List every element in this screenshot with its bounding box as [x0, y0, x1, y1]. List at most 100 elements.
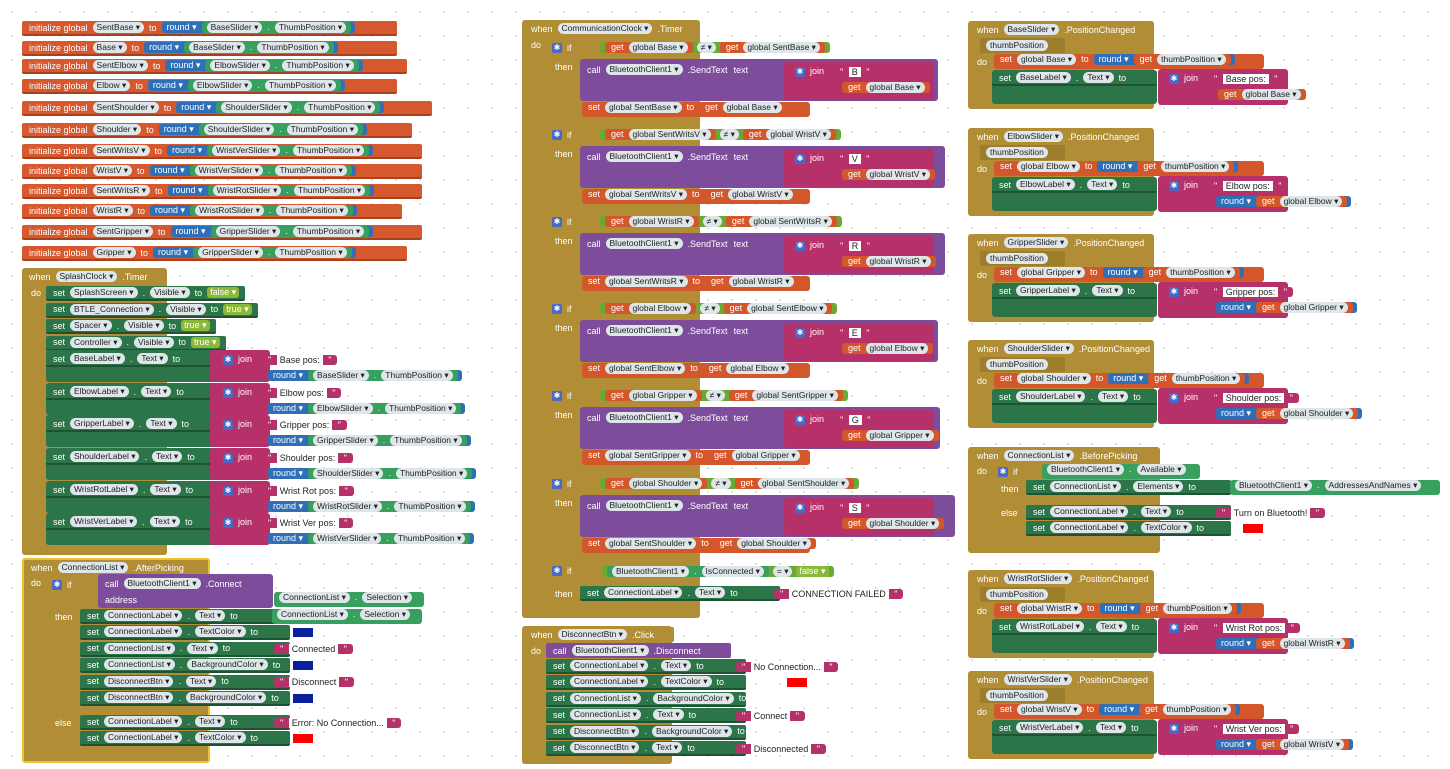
property-dropdown[interactable]: ThumbPosition ▾	[274, 22, 347, 33]
gear-icon[interactable]: ✱	[1169, 724, 1179, 734]
component-dropdown[interactable]: WristVerSlider ▾	[212, 145, 281, 156]
variable-dropdown[interactable]: global Shoulder ▾	[865, 518, 940, 529]
property-dropdown[interactable]: Visible ▾	[166, 303, 206, 315]
gear-icon[interactable]: ✱	[223, 355, 233, 365]
slider-getter-block[interactable]: WristRotSlider ▾.ThumbPosition ▾	[207, 185, 371, 196]
property-dropdown[interactable]: ThumbPosition ▾	[381, 370, 453, 381]
string-block[interactable]: " CONNECTION FAILED "	[768, 586, 909, 601]
component-dropdown[interactable]: GripperLabel ▾	[1016, 285, 1080, 296]
variable-dropdown[interactable]: global SentShoulder ▾	[605, 538, 697, 549]
component-dropdown[interactable]: BaseSlider ▾	[1003, 24, 1060, 35]
text-string-value[interactable]: No Connection...	[750, 661, 824, 672]
text-string-block[interactable]: " Wrist Rot pos: "	[1208, 622, 1300, 633]
component-dropdown[interactable]: BluetoothClient1 ▾	[123, 578, 201, 589]
text-string-block[interactable]: " Base pos: "	[1208, 73, 1284, 84]
parameter-name[interactable]: thumbPosition	[986, 147, 1048, 158]
join-block[interactable]: ✱join	[1166, 73, 1205, 84]
text-string-value[interactable]: Wrist Rot pos:	[1222, 622, 1286, 633]
property-dropdown[interactable]: Text ▾	[137, 353, 168, 364]
variable-dropdown[interactable]: global Gripper ▾	[865, 430, 934, 441]
component-dropdown[interactable]: WristVerLabel ▾	[70, 516, 138, 527]
variable-dropdown[interactable]: thumbPosition ▾	[1157, 54, 1226, 65]
property-dropdown[interactable]: Text ▾	[194, 716, 226, 727]
join-block[interactable]: ✱join	[792, 240, 831, 251]
variable-name-field[interactable]: Base ▾	[92, 42, 127, 53]
event-parameter[interactable]: thumbPosition	[980, 145, 1065, 160]
variable-dropdown[interactable]: global Base ▾	[1241, 89, 1301, 100]
text-string-value[interactable]: Error: No Connection...	[288, 717, 387, 728]
component-dropdown[interactable]: ConnectionList ▾	[57, 562, 129, 573]
property-dropdown[interactable]: Text ▾	[149, 516, 181, 527]
operator-dropdown[interactable]: ≠ ▾	[700, 303, 720, 314]
text-string-block[interactable]: " B "	[834, 66, 876, 77]
component-dropdown[interactable]: Spacer ▾	[70, 320, 112, 331]
gear-icon[interactable]: ✱	[223, 486, 233, 496]
text-string-block[interactable]: " Connected "	[274, 644, 353, 655]
join-header[interactable]: ✱join" V "	[786, 151, 881, 166]
parameter-name[interactable]: thumbPosition	[986, 40, 1048, 51]
gear-icon[interactable]: ✱	[223, 420, 233, 430]
if-header[interactable]: ✱if	[994, 464, 1025, 479]
join-block[interactable]: ✱join	[792, 414, 831, 425]
component-dropdown[interactable]: ConnectionList ▾	[279, 592, 350, 603]
round-block[interactable]: round ▾GripperSlider ▾.ThumbPosition ▾	[153, 247, 356, 258]
join-block[interactable]: ✱join	[220, 517, 259, 528]
round-block[interactable]: round ▾GripperSlider ▾.ThumbPosition ▾	[170, 226, 374, 237]
variable-dropdown[interactable]: global SentBase ▾	[605, 102, 682, 113]
variable-dropdown[interactable]: thumbPosition ▾	[1163, 603, 1232, 614]
join-header[interactable]: ✱join" Gripper pos: "	[1160, 284, 1299, 299]
property-dropdown[interactable]: BackgroundColor ▾	[185, 692, 267, 703]
join-block[interactable]: ✱join	[220, 387, 259, 398]
join-block[interactable]: ✱join	[220, 485, 259, 496]
if-header[interactable]: ✱if	[548, 40, 579, 55]
round-block[interactable]: round ▾ShoulderSlider ▾.ThumbPosition ▾	[158, 124, 367, 135]
variable-dropdown[interactable]: global Elbow ▾	[726, 363, 790, 374]
color-swatch[interactable]	[292, 660, 314, 672]
variable-dropdown[interactable]: global Elbow ▾	[1017, 161, 1080, 172]
component-dropdown[interactable]: ConnectionLabel ▾	[604, 587, 683, 598]
variable-dropdown[interactable]: global WristV ▾	[766, 129, 831, 140]
round-block[interactable]: round ▾WristRotSlider ▾.ThumbPosition ▾	[167, 185, 375, 196]
round-block[interactable]: round ▾ElbowSlider ▾.ThumbPosition ▾	[268, 403, 466, 414]
join-header[interactable]: ✱join" E "	[786, 325, 881, 340]
gear-icon[interactable]: ✱	[795, 503, 805, 513]
component-dropdown[interactable]: DisconnectBtn ▾	[557, 629, 627, 640]
property-dropdown[interactable]: Text ▾	[151, 451, 183, 462]
variable-dropdown[interactable]: global Elbow ▾	[865, 343, 929, 354]
text-string-value[interactable]: Connect	[750, 710, 791, 721]
color-swatch[interactable]	[1242, 523, 1264, 535]
variable-dropdown[interactable]: thumbPosition ▾	[1166, 267, 1235, 278]
property-dropdown[interactable]: ThumbPosition ▾	[292, 226, 365, 237]
slider-getter-block[interactable]: WristVerSlider ▾.ThumbPosition ▾	[189, 165, 352, 176]
property-dropdown[interactable]: AddressesAndNames ▾	[1324, 480, 1422, 491]
property-dropdown[interactable]: Selection ▾	[360, 609, 410, 620]
variable-dropdown[interactable]: global WristV ▾	[1017, 704, 1082, 715]
join-block[interactable]: ✱join	[1166, 286, 1205, 297]
color-block[interactable]	[288, 625, 318, 640]
